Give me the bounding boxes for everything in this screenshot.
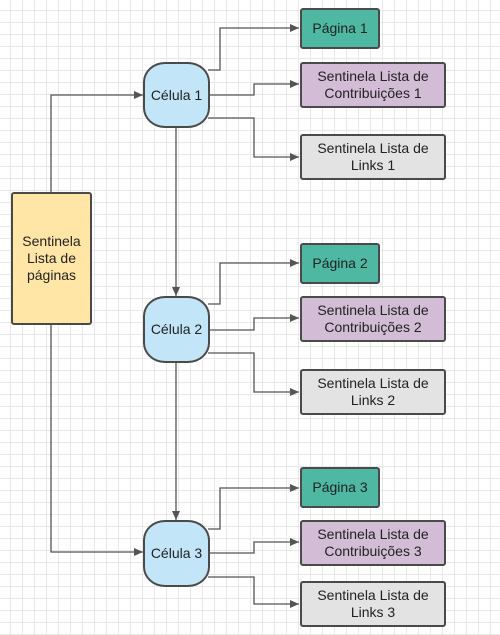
connector-cell-3-page-3 xyxy=(208,484,299,530)
page-node-2[interactable]: Página 2 xyxy=(300,243,380,284)
links-node-2[interactable]: Sentinela Lista de Links 2 xyxy=(300,369,446,415)
cell-node-3[interactable]: Célula 3 xyxy=(143,520,210,587)
page-node-3[interactable]: Página 3 xyxy=(300,467,380,508)
connector-cell-1-page-1 xyxy=(208,24,299,71)
contributions-node-2[interactable]: Sentinela Lista de Contribuições 2 xyxy=(300,296,446,342)
contributions-node-3[interactable]: Sentinela Lista de Contribuições 3 xyxy=(300,520,446,566)
page-node-1[interactable]: Página 1 xyxy=(300,8,380,49)
connector-root-cell-1 xyxy=(50,91,143,193)
links-node-3[interactable]: Sentinela Lista de Links 3 xyxy=(300,581,446,627)
connector-cell-1-contrib-1 xyxy=(210,80,299,96)
connector-root-cell-3 xyxy=(50,325,143,556)
links-node-1[interactable]: Sentinela Lista de Links 1 xyxy=(300,134,446,180)
connector-cell-2-contrib-2 xyxy=(210,314,299,331)
connector-cell-3-links-3 xyxy=(208,576,299,608)
cell-node-2[interactable]: Célula 2 xyxy=(143,296,210,363)
connector-cell-2-page-2 xyxy=(208,259,299,305)
contributions-node-1[interactable]: Sentinela Lista de Contribuições 1 xyxy=(300,62,446,108)
cell-node-1[interactable]: Célula 1 xyxy=(143,62,210,128)
root-node-sentinel-pages[interactable]: Sentinela Lista de páginas xyxy=(11,192,92,325)
connector-cell-3-contrib-3 xyxy=(210,538,299,554)
connector-cell-2-links-2 xyxy=(208,352,299,396)
connector-cell-1-links-1 xyxy=(208,117,299,161)
